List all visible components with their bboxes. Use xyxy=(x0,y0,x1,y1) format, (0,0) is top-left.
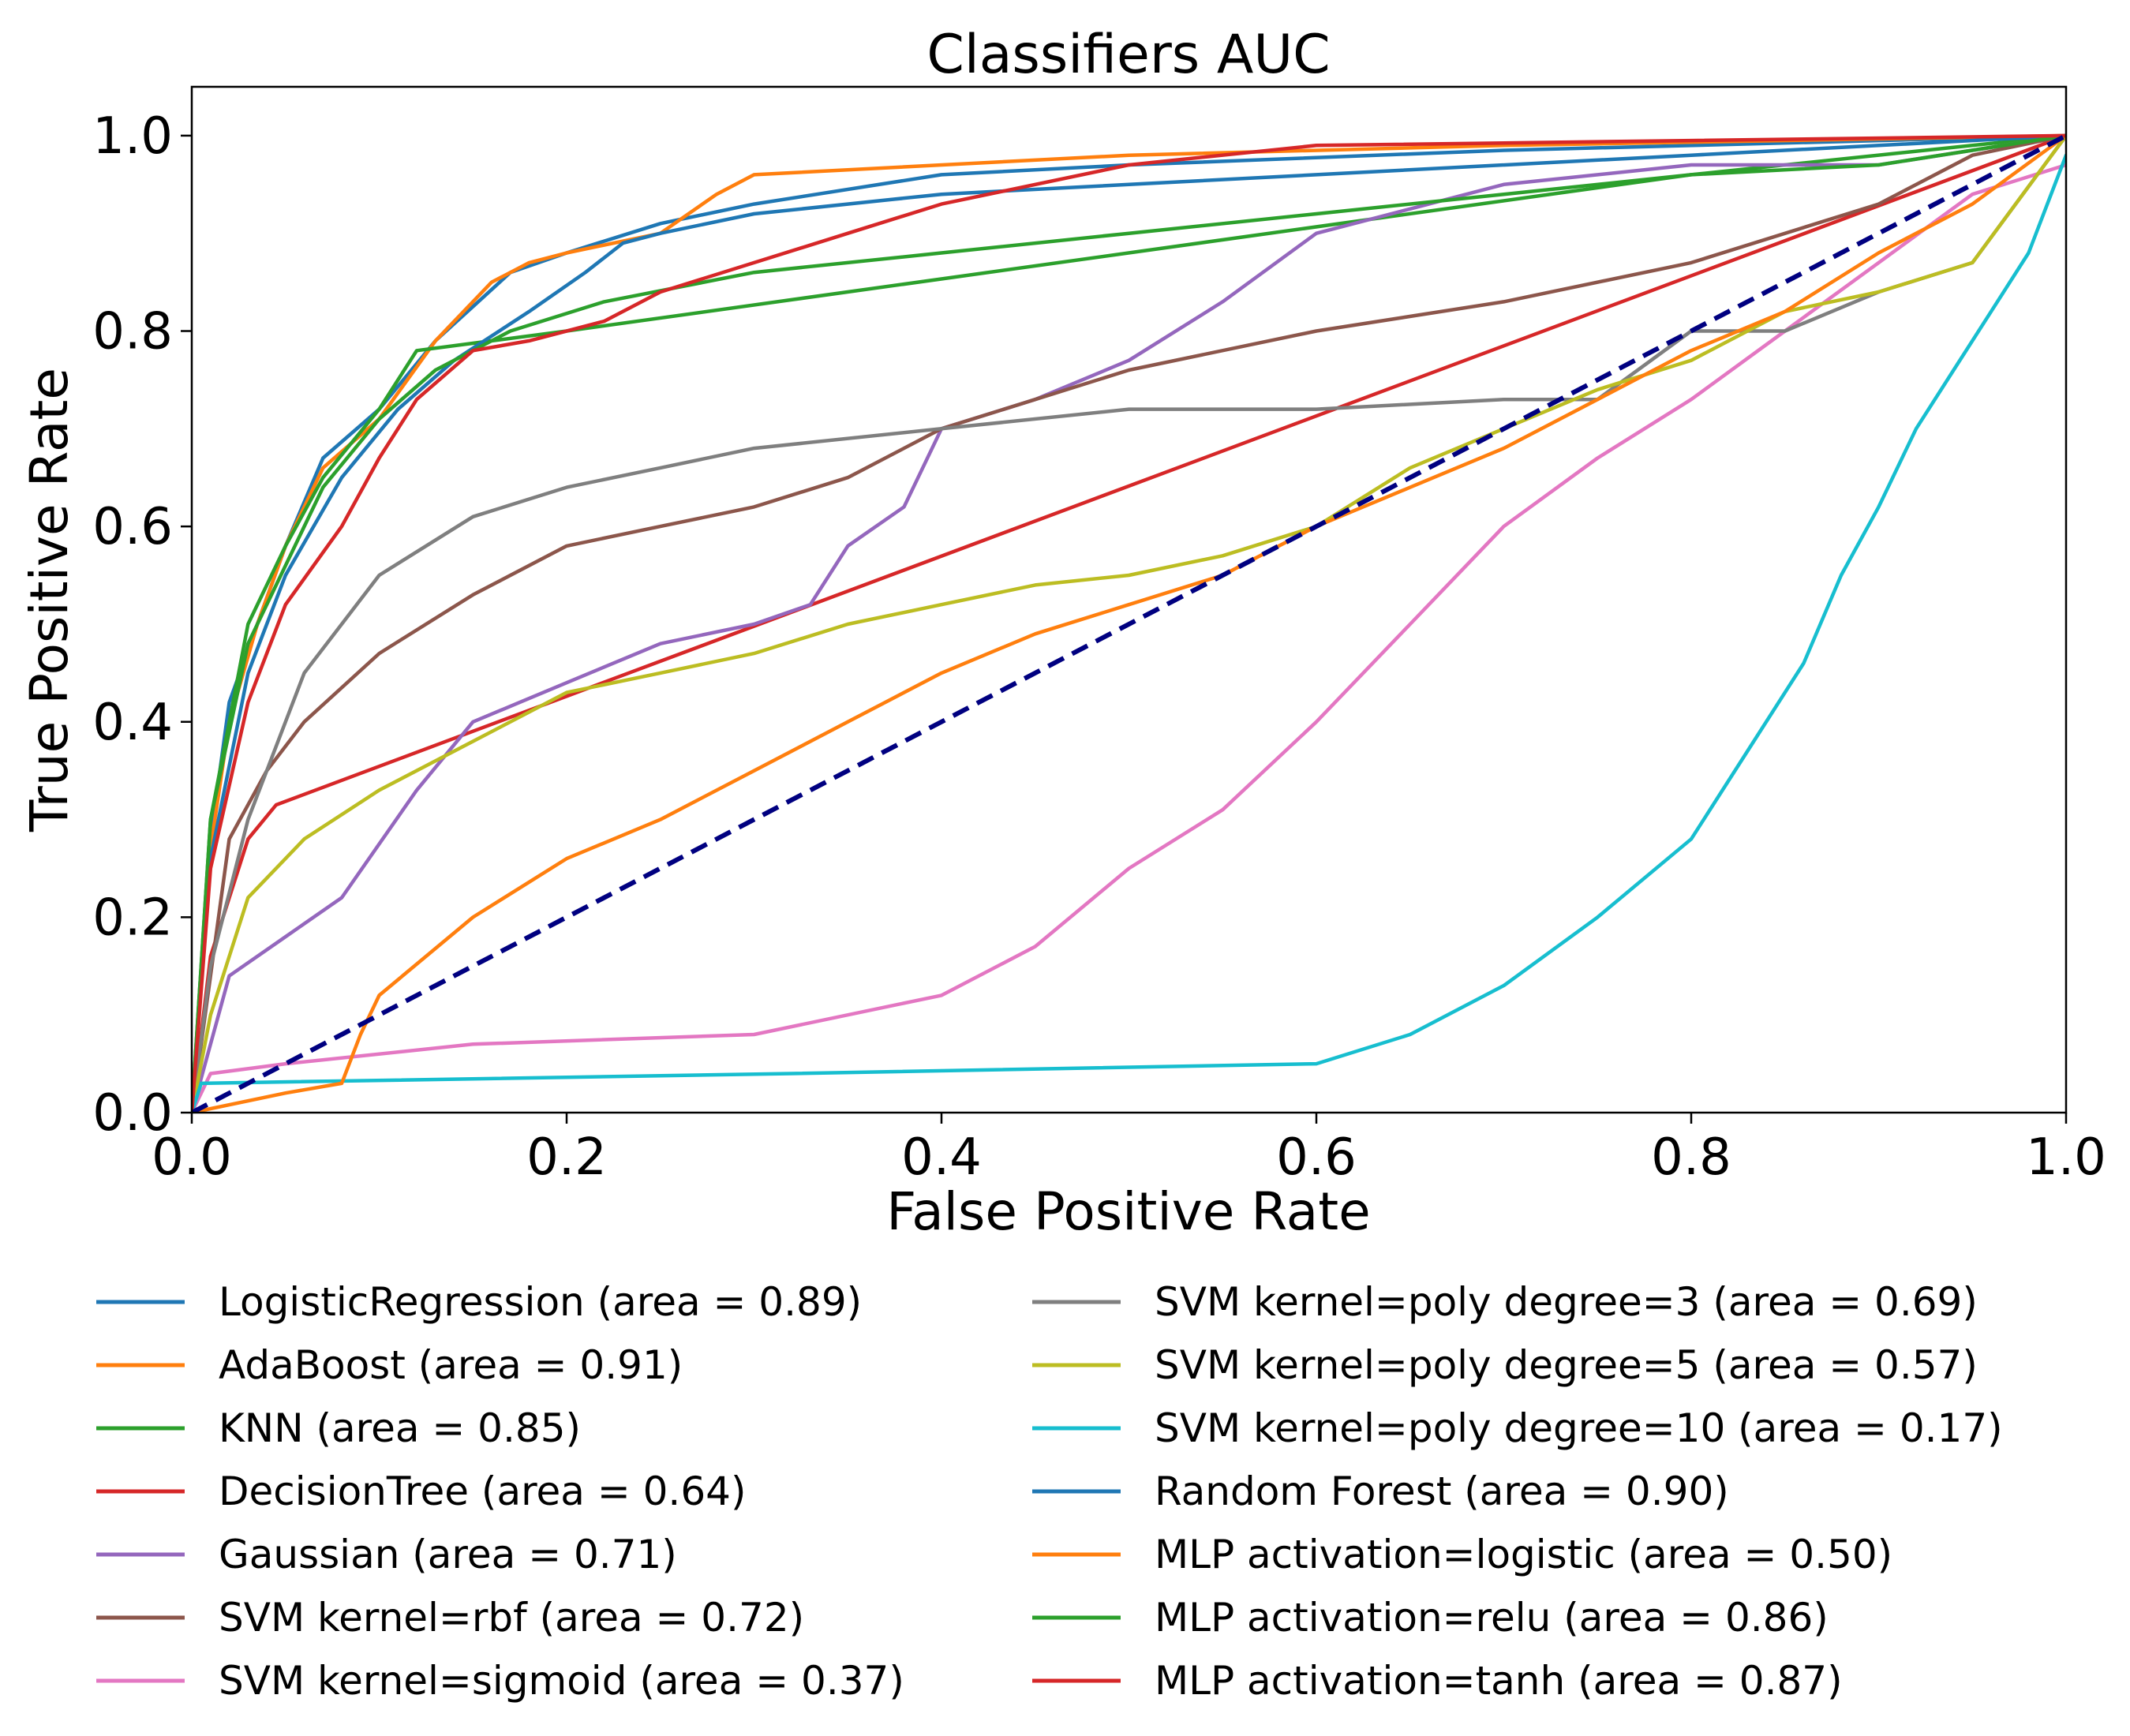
x-tick-label: 1.0 xyxy=(2026,1128,2106,1187)
legend-item: LogisticRegression (area = 0.89) xyxy=(96,1279,862,1325)
y-tick-label: 0.8 xyxy=(92,303,173,361)
legend-label: SVM kernel=poly degree=10 (area = 0.17) xyxy=(1155,1405,2003,1451)
x-tick-label: 0.8 xyxy=(1651,1128,1731,1187)
series-line-8 xyxy=(192,133,2066,1113)
legend: LogisticRegression (area = 0.89) AdaBoost… xyxy=(96,1279,2003,1704)
x-tick-label: 0.4 xyxy=(901,1128,982,1187)
legend-item: Gaussian (area = 0.71) xyxy=(96,1532,677,1577)
series-line-10 xyxy=(192,133,2066,1113)
legend-label: SVM kernel=rbf (area = 0.72) xyxy=(219,1595,804,1641)
legend-label: SVM kernel=sigmoid (area = 0.37) xyxy=(219,1658,904,1704)
legend-item: Random Forest (area = 0.90) xyxy=(1032,1468,1729,1514)
x-tick-label: 0.2 xyxy=(526,1128,607,1187)
legend-item: DecisionTree (area = 0.64) xyxy=(96,1468,746,1514)
series-line-12 xyxy=(192,133,2066,1113)
legend-label: SVM kernel=poly degree=3 (area = 0.69) xyxy=(1155,1279,1978,1325)
legend-label: SVM kernel=poly degree=5 (area = 0.57) xyxy=(1155,1342,1978,1388)
legend-item: SVM kernel=rbf (area = 0.72) xyxy=(96,1595,804,1641)
y-tick-label: 0.4 xyxy=(92,694,173,752)
y-tick-label: 0.2 xyxy=(92,889,173,947)
chart-title: Classifiers AUC xyxy=(926,24,1330,86)
legend-label: LogisticRegression (area = 0.89) xyxy=(219,1279,862,1325)
legend-item: SVM kernel=poly degree=10 (area = 0.17) xyxy=(1032,1405,2003,1451)
legend-label: KNN (area = 0.85) xyxy=(219,1405,581,1451)
series-line-6 xyxy=(192,163,2066,1113)
y-axis-title: True Positive Rate xyxy=(19,368,80,832)
legend-label: Gaussian (area = 0.71) xyxy=(219,1532,677,1577)
legend-label: MLP activation=logistic (area = 0.50) xyxy=(1155,1532,1892,1577)
axis-ticks: 0.0 0.2 0.4 0.6 0.8 1.0 0.0 0.2 0.4 0.6 0.8 1.0 xyxy=(92,107,2106,1187)
legend-item: MLP activation=tanh (area = 0.87) xyxy=(1032,1658,1843,1704)
series-line-5 xyxy=(192,133,2066,1113)
plot-area xyxy=(192,133,2066,1113)
legend-label: DecisionTree (area = 0.64) xyxy=(219,1468,746,1514)
legend-label: MLP activation=tanh (area = 0.87) xyxy=(1155,1658,1843,1704)
legend-item: MLP activation=relu (area = 0.86) xyxy=(1032,1595,1829,1641)
legend-label: Random Forest (area = 0.90) xyxy=(1155,1468,1729,1514)
legend-label: AdaBoost (area = 0.91) xyxy=(219,1342,683,1388)
legend-item: SVM kernel=poly degree=3 (area = 0.69) xyxy=(1032,1279,1978,1325)
y-tick-label: 1.0 xyxy=(92,107,173,166)
legend-item: AdaBoost (area = 0.91) xyxy=(96,1342,683,1388)
legend-item: SVM kernel=poly degree=5 (area = 0.57) xyxy=(1032,1342,1978,1388)
chance-line xyxy=(192,133,2066,1113)
series-lines xyxy=(192,133,2066,1113)
plot-frame xyxy=(190,85,2068,1114)
x-axis-title: False Positive Rate xyxy=(886,1181,1370,1242)
series-line-7 xyxy=(192,133,2066,1113)
legend-item: MLP activation=logistic (area = 0.50) xyxy=(1032,1532,1892,1577)
x-tick-label: 0.0 xyxy=(152,1128,232,1187)
y-tick-label: 0.0 xyxy=(92,1084,173,1143)
legend-item: SVM kernel=sigmoid (area = 0.37) xyxy=(96,1658,904,1704)
series-line-13 xyxy=(192,133,2066,1113)
series-line-9 xyxy=(192,153,2066,1113)
series-line-2 xyxy=(192,133,2066,1113)
legend-label: MLP activation=relu (area = 0.86) xyxy=(1155,1595,1829,1641)
series-line-1 xyxy=(192,133,2066,1113)
y-tick-label: 0.6 xyxy=(92,498,173,556)
series-line-11 xyxy=(192,133,2066,1113)
legend-item: KNN (area = 0.85) xyxy=(96,1405,581,1451)
x-tick-label: 0.6 xyxy=(1276,1128,1357,1187)
